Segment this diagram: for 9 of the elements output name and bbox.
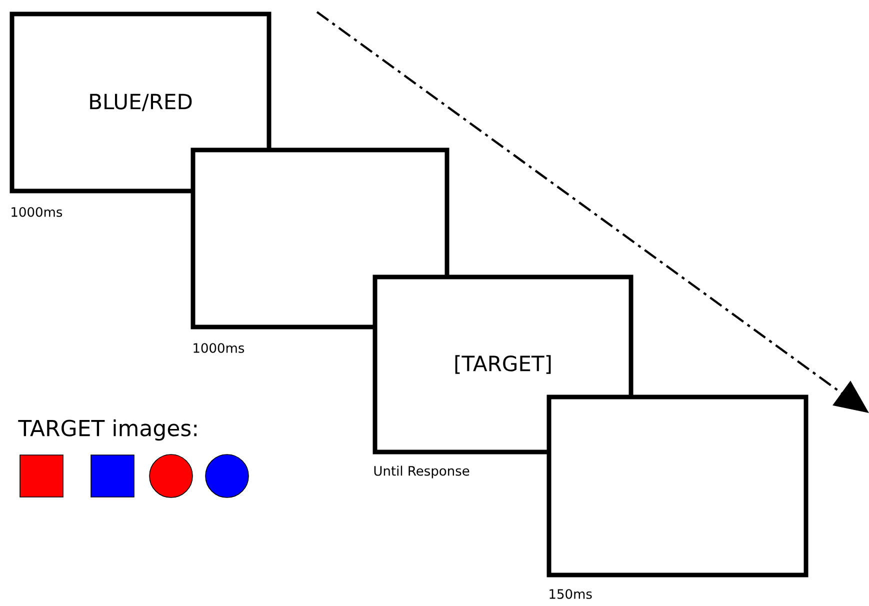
duration-label: 1000ms: [194, 343, 244, 353]
duration-label: Until Response: [374, 466, 470, 478]
duration-label: 150ms: [550, 589, 592, 599]
screen-box: [TARGET]: [372, 274, 634, 454]
legend-heading: TARGET images:: [18, 419, 196, 441]
screen-box: [190, 148, 450, 330]
screen-box: [546, 394, 808, 578]
screen-box: BLUE/RED: [10, 12, 272, 194]
duration-label: 1000ms: [12, 207, 62, 217]
